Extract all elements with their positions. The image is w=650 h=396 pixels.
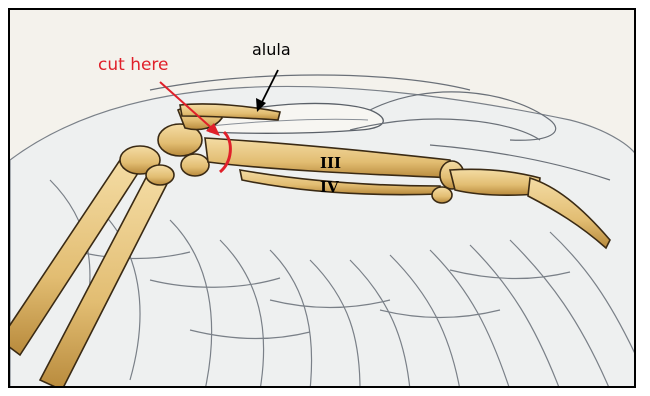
wing-illustration: cut here alula III IV: [10, 10, 636, 388]
digit-iii-label: III: [320, 154, 341, 172]
digit-iv-label: IV: [320, 178, 339, 196]
alula-label: alula: [252, 40, 291, 59]
diagram-frame: cut here alula III IV: [8, 8, 636, 388]
cut-here-label: cut here: [98, 55, 169, 75]
